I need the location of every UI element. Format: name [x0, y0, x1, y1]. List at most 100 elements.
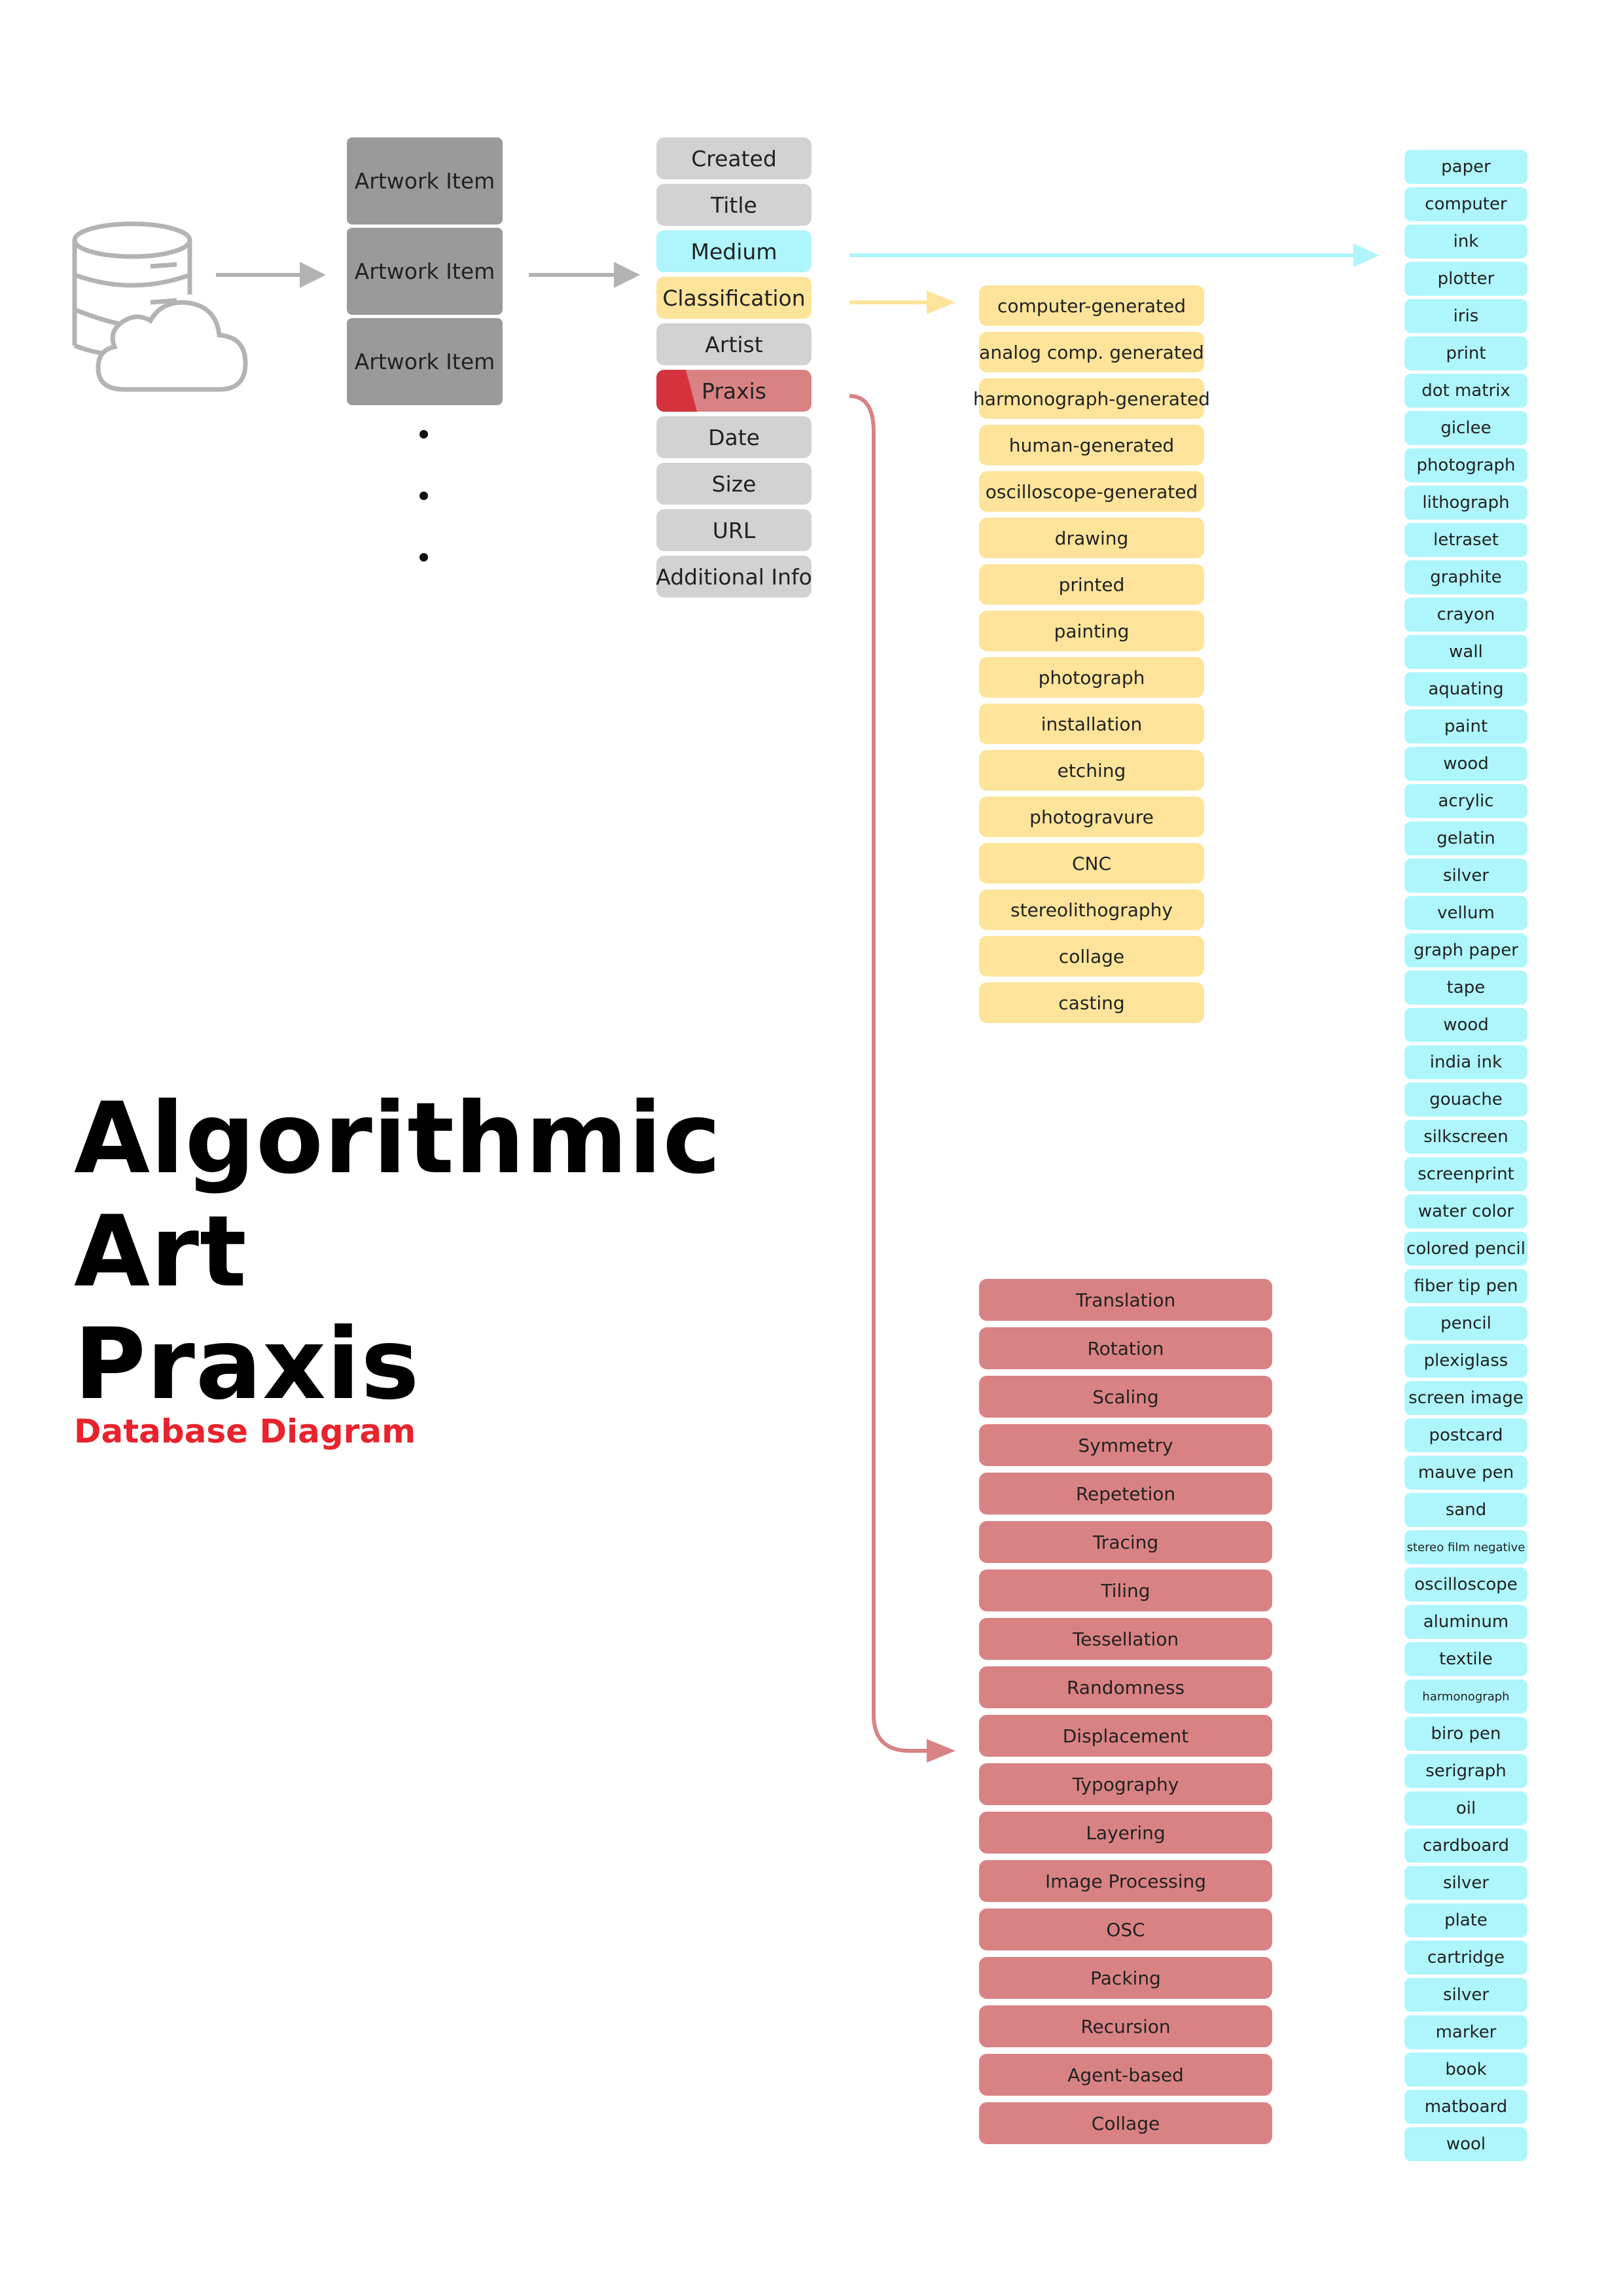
praxis-item[interactable]: Displacement [979, 1715, 1272, 1757]
field-classification[interactable]: Classification [656, 277, 812, 319]
classification-item[interactable]: human-generated [979, 425, 1204, 465]
medium-item[interactable]: plate [1404, 1903, 1527, 1937]
praxis-item[interactable]: Scaling [979, 1376, 1272, 1418]
medium-item[interactable]: aluminum [1404, 1605, 1527, 1639]
field-additional-info[interactable]: Additional Info [656, 556, 812, 598]
praxis-item[interactable]: Randomness [979, 1666, 1272, 1708]
classification-item[interactable]: etching [979, 750, 1204, 791]
medium-item[interactable]: graph paper [1404, 933, 1527, 967]
praxis-item[interactable]: OSC [979, 1909, 1272, 1950]
medium-item[interactable]: harmonograph [1404, 1679, 1527, 1713]
medium-item[interactable]: pencil [1404, 1306, 1527, 1340]
artwork-item[interactable]: Artwork Item [347, 137, 503, 224]
medium-item[interactable]: postcard [1404, 1418, 1527, 1452]
medium-item[interactable]: wall [1404, 635, 1527, 669]
praxis-item[interactable]: Layering [979, 1812, 1272, 1854]
medium-item[interactable]: book [1404, 2053, 1527, 2087]
classification-item[interactable]: casting [979, 982, 1204, 1023]
medium-item[interactable]: plotter [1404, 262, 1527, 296]
artwork-item[interactable]: Artwork Item [347, 318, 503, 405]
praxis-item[interactable]: Image Processing [979, 1860, 1272, 1902]
medium-item[interactable]: sand [1404, 1493, 1527, 1527]
praxis-item[interactable]: Translation [979, 1279, 1272, 1321]
medium-item[interactable]: computer [1404, 187, 1527, 221]
praxis-item[interactable]: Typography [979, 1763, 1272, 1805]
medium-item[interactable]: paper [1404, 150, 1527, 184]
medium-item[interactable]: oscilloscope [1404, 1568, 1527, 1602]
praxis-item[interactable]: Rotation [979, 1327, 1272, 1369]
classification-item[interactable]: drawing [979, 518, 1204, 558]
field-artist[interactable]: Artist [656, 323, 812, 365]
medium-item[interactable]: matboard [1404, 2090, 1527, 2124]
medium-item[interactable]: iris [1404, 299, 1527, 333]
field-medium[interactable]: Medium [656, 230, 812, 272]
medium-item[interactable]: serigraph [1404, 1754, 1527, 1788]
medium-item[interactable]: paint [1404, 709, 1527, 744]
medium-item[interactable]: wool [1404, 2127, 1527, 2161]
field-date[interactable]: Date [656, 416, 812, 458]
medium-item[interactable]: graphite [1404, 560, 1527, 594]
medium-item[interactable]: print [1404, 336, 1527, 370]
medium-item[interactable]: textile [1404, 1642, 1527, 1676]
praxis-item[interactable]: Collage [979, 2102, 1272, 2144]
classification-item[interactable]: painting [979, 611, 1204, 651]
medium-item[interactable]: wood [1404, 1008, 1527, 1042]
medium-item[interactable]: giclee [1404, 411, 1527, 445]
classification-item[interactable]: stereolithography [979, 889, 1204, 930]
praxis-item[interactable]: Repetetion [979, 1473, 1272, 1515]
medium-item[interactable]: dot matrix [1404, 374, 1527, 408]
field-title[interactable]: Title [656, 184, 812, 226]
classification-item[interactable]: installation [979, 704, 1204, 744]
medium-item[interactable]: silver [1404, 859, 1527, 893]
medium-item[interactable]: stereo film negative [1404, 1530, 1527, 1564]
praxis-item[interactable]: Tessellation [979, 1618, 1272, 1660]
praxis-item[interactable]: Packing [979, 1957, 1272, 1999]
classification-item[interactable]: oscilloscope-generated [979, 471, 1204, 512]
field-url[interactable]: URL [656, 509, 812, 551]
classification-item[interactable]: collage [979, 936, 1204, 977]
medium-item[interactable]: silver [1404, 1866, 1527, 1900]
classification-item[interactable]: photogravure [979, 797, 1204, 837]
medium-item[interactable]: ink [1404, 224, 1527, 259]
medium-item[interactable]: biro pen [1404, 1717, 1527, 1751]
praxis-item[interactable]: Agent-based [979, 2054, 1272, 2096]
medium-item[interactable]: vellum [1404, 896, 1527, 930]
medium-item[interactable]: fiber tip pen [1404, 1269, 1527, 1303]
medium-item[interactable]: water color [1404, 1194, 1527, 1229]
medium-item[interactable]: wood [1404, 747, 1527, 781]
field-praxis[interactable]: Praxis [656, 370, 812, 412]
artwork-item[interactable]: Artwork Item [347, 228, 503, 315]
medium-item[interactable]: marker [1404, 2015, 1527, 2049]
medium-item[interactable]: silkscreen [1404, 1120, 1527, 1154]
field-size[interactable]: Size [656, 463, 812, 505]
medium-item[interactable]: photograph [1404, 448, 1527, 482]
praxis-item[interactable]: Symmetry [979, 1424, 1272, 1466]
praxis-item[interactable]: Tiling [979, 1570, 1272, 1611]
medium-item[interactable]: silver [1404, 1978, 1527, 2012]
medium-item[interactable]: india ink [1404, 1045, 1527, 1079]
medium-item[interactable]: tape [1404, 971, 1527, 1005]
medium-item[interactable]: aquating [1404, 672, 1527, 706]
classification-item[interactable]: analog comp. generated [979, 332, 1204, 372]
medium-item[interactable]: screenprint [1404, 1157, 1527, 1191]
classification-item[interactable]: photograph [979, 657, 1204, 698]
medium-item[interactable]: oil [1404, 1791, 1527, 1825]
medium-item[interactable]: plexiglass [1404, 1344, 1527, 1378]
praxis-item[interactable]: Tracing [979, 1521, 1272, 1563]
medium-item[interactable]: gelatin [1404, 821, 1527, 855]
medium-item[interactable]: crayon [1404, 598, 1527, 632]
medium-item[interactable]: letraset [1404, 523, 1527, 557]
medium-item[interactable]: screen image [1404, 1381, 1527, 1415]
medium-item[interactable]: cartridge [1404, 1941, 1527, 1975]
classification-item[interactable]: harmonograph-generated [973, 378, 1210, 419]
medium-item[interactable]: colored pencil [1404, 1232, 1527, 1266]
classification-item[interactable]: printed [979, 564, 1204, 605]
field-created[interactable]: Created [656, 137, 812, 179]
medium-item[interactable]: gouache [1404, 1083, 1527, 1117]
medium-item[interactable]: cardboard [1404, 1829, 1527, 1863]
praxis-item[interactable]: Recursion [979, 2005, 1272, 2047]
medium-item[interactable]: lithograph [1404, 486, 1527, 520]
classification-item[interactable]: computer-generated [979, 285, 1204, 326]
classification-item[interactable]: CNC [979, 843, 1204, 884]
medium-item[interactable]: acrylic [1404, 784, 1527, 818]
